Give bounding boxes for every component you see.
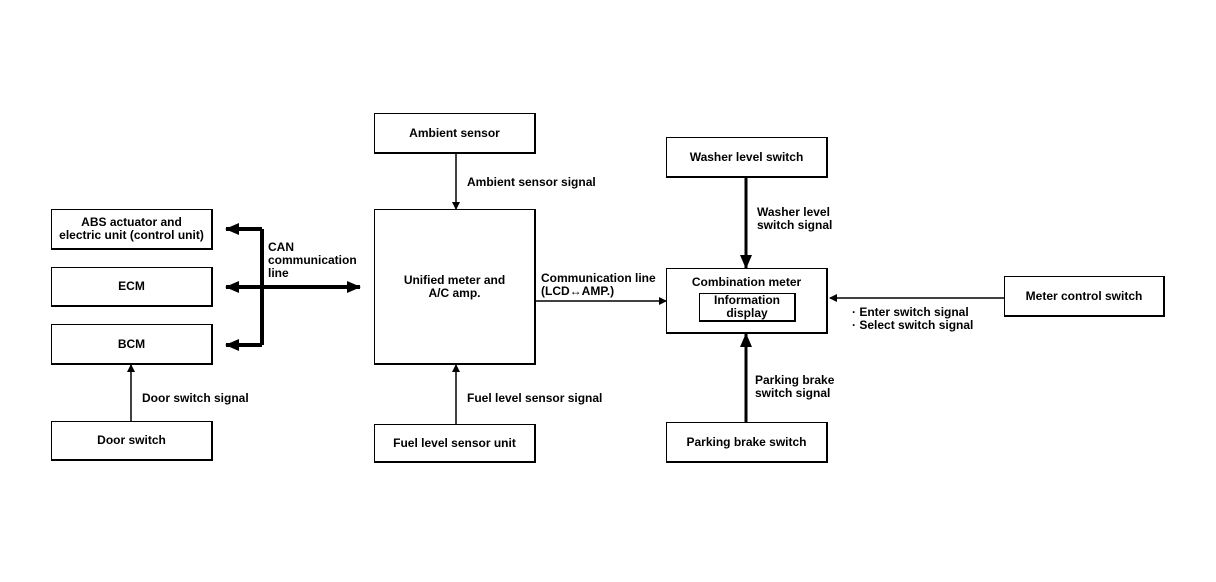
door-switch-label: Door switch xyxy=(97,433,166,447)
bcm-label: BCM xyxy=(117,336,146,351)
ecm-box: ECM xyxy=(51,267,213,307)
parking-signal-line2: switch signal xyxy=(755,386,831,400)
abs-label-line2: electric unit (control unit) xyxy=(59,228,204,242)
washer-signal-line2: switch signal xyxy=(757,218,833,232)
door-switch-box: Door switch xyxy=(51,421,213,461)
combination-meter-box: Combination meter xyxy=(666,268,828,334)
unified-label-line2: A/C amp. xyxy=(428,285,481,300)
unified-meter-box: Unified meter and A/C amp. xyxy=(374,209,536,365)
can-line-label: CAN communication line xyxy=(268,241,357,280)
parking-brake-signal-label: Parking brake switch signal xyxy=(755,374,834,400)
unified-label-line1: Unified meter and xyxy=(403,272,506,287)
fuel-level-sensor-label: Fuel level sensor unit xyxy=(393,435,516,450)
door-switch-signal-label: Door switch signal xyxy=(142,391,249,405)
can-bus-lines xyxy=(225,223,361,351)
communication-line-label: Communication line (LCD↔AMP.) xyxy=(541,272,656,298)
can-label-line2: communication xyxy=(268,253,357,267)
abs-actuator-box: ABS actuator and electric unit (control … xyxy=(51,209,213,250)
ambient-sensor-box: Ambient sensor xyxy=(374,113,536,154)
washer-level-switch-box: Washer level switch xyxy=(666,137,828,178)
parking-brake-switch-box: Parking brake switch xyxy=(666,422,828,463)
ambient-sensor-signal-label: Ambient sensor signal xyxy=(467,175,596,189)
select-switch-signal-label: · Select switch signal xyxy=(852,318,974,332)
fuel-level-sensor-signal-label: Fuel level sensor signal xyxy=(467,391,603,405)
ecm-label: ECM xyxy=(118,279,145,293)
abs-label-line1: ABS actuator and xyxy=(81,215,182,229)
parking-brake-switch-label: Parking brake switch xyxy=(686,434,807,449)
parking-signal-line1: Parking brake xyxy=(755,373,835,387)
comm-label-line1: Communication line xyxy=(541,271,656,285)
ambient-sensor-label: Ambient sensor xyxy=(409,125,500,140)
washer-level-signal-label: Washer level switch signal xyxy=(757,206,832,232)
meter-control-switch-box: Meter control switch xyxy=(1004,276,1165,317)
bcm-box: BCM xyxy=(51,324,213,365)
washer-level-switch-label: Washer level switch xyxy=(689,149,804,164)
combination-meter-label: Combination meter xyxy=(691,275,802,289)
can-label-line1: CAN xyxy=(268,240,294,254)
comm-label-line2: (LCD↔AMP.) xyxy=(541,284,615,298)
info-label-line1: Information xyxy=(714,293,780,307)
can-label-line3: line xyxy=(268,266,289,280)
enter-switch-signal-label: · Enter switch signal xyxy=(852,305,969,319)
information-display-box: Information display xyxy=(699,293,796,322)
meter-switch-signals-label: · Enter switch signal · Select switch si… xyxy=(852,306,973,332)
washer-signal-line1: Washer level xyxy=(757,205,830,219)
fuel-level-sensor-box: Fuel level sensor unit xyxy=(374,424,536,463)
info-label-line2: display xyxy=(726,306,768,320)
meter-control-switch-label: Meter control switch xyxy=(1025,288,1143,303)
